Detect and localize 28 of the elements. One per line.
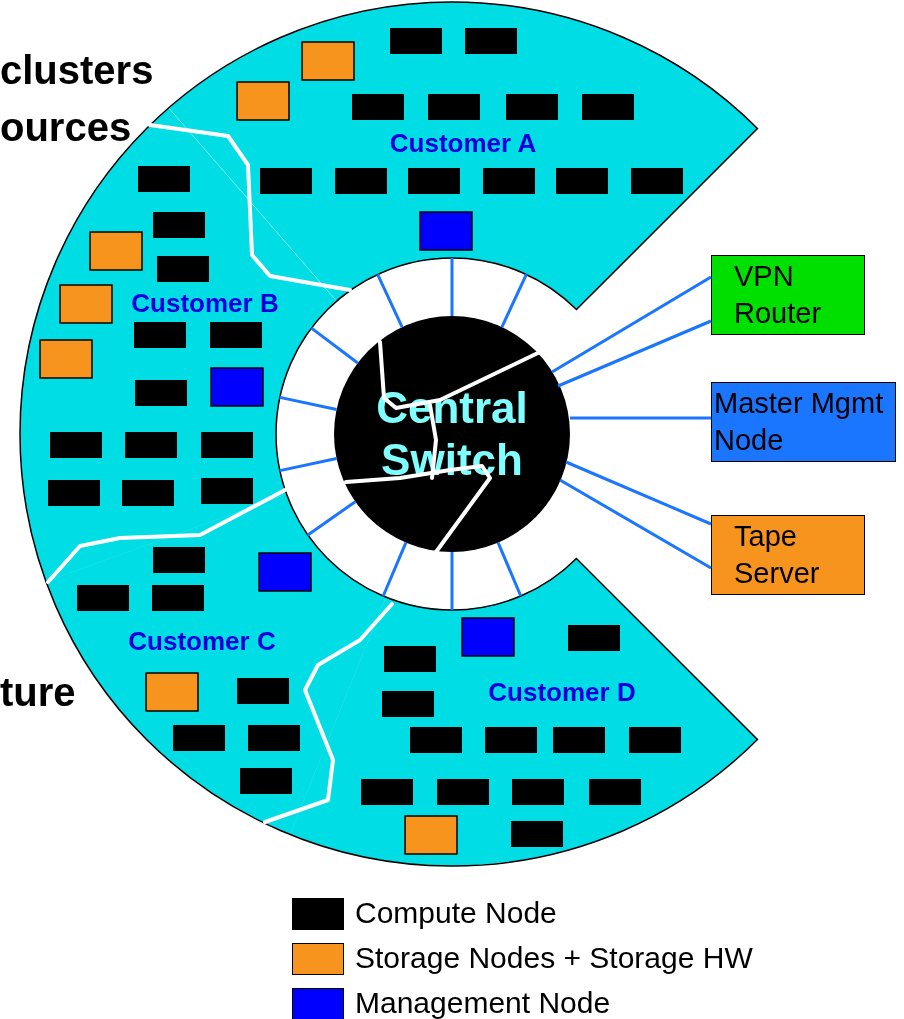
link-line bbox=[559, 478, 712, 570]
link-line bbox=[496, 542, 523, 597]
device-box: Tape Server bbox=[711, 515, 865, 595]
region-label: Customer B bbox=[131, 287, 279, 319]
link-line bbox=[279, 395, 337, 411]
link-line bbox=[306, 500, 357, 537]
region-label: Customer A bbox=[389, 127, 537, 159]
link-line bbox=[310, 326, 359, 365]
link-line bbox=[279, 457, 337, 473]
legend-label: Management Node bbox=[355, 986, 611, 1019]
device-box: VPN Router bbox=[711, 255, 865, 335]
link-line bbox=[565, 460, 712, 526]
link-line bbox=[376, 273, 404, 328]
legend-label: Storage Nodes + Storage HW bbox=[355, 941, 753, 975]
device-box: Master Mgmt Node bbox=[711, 382, 896, 462]
link-line bbox=[500, 273, 528, 328]
heading-text: ture bbox=[0, 670, 76, 715]
region-label: Customer C bbox=[128, 625, 276, 657]
region-label: Customer D bbox=[488, 676, 636, 708]
link-line bbox=[570, 416, 711, 420]
link-line bbox=[450, 258, 454, 316]
heading-text: ources bbox=[0, 105, 132, 150]
legend-label: Compute Node bbox=[355, 896, 557, 930]
link-line bbox=[450, 552, 454, 610]
link-line bbox=[551, 275, 712, 374]
link-line bbox=[557, 319, 712, 388]
heading-text: clusters bbox=[0, 48, 154, 93]
link-line bbox=[381, 542, 408, 597]
